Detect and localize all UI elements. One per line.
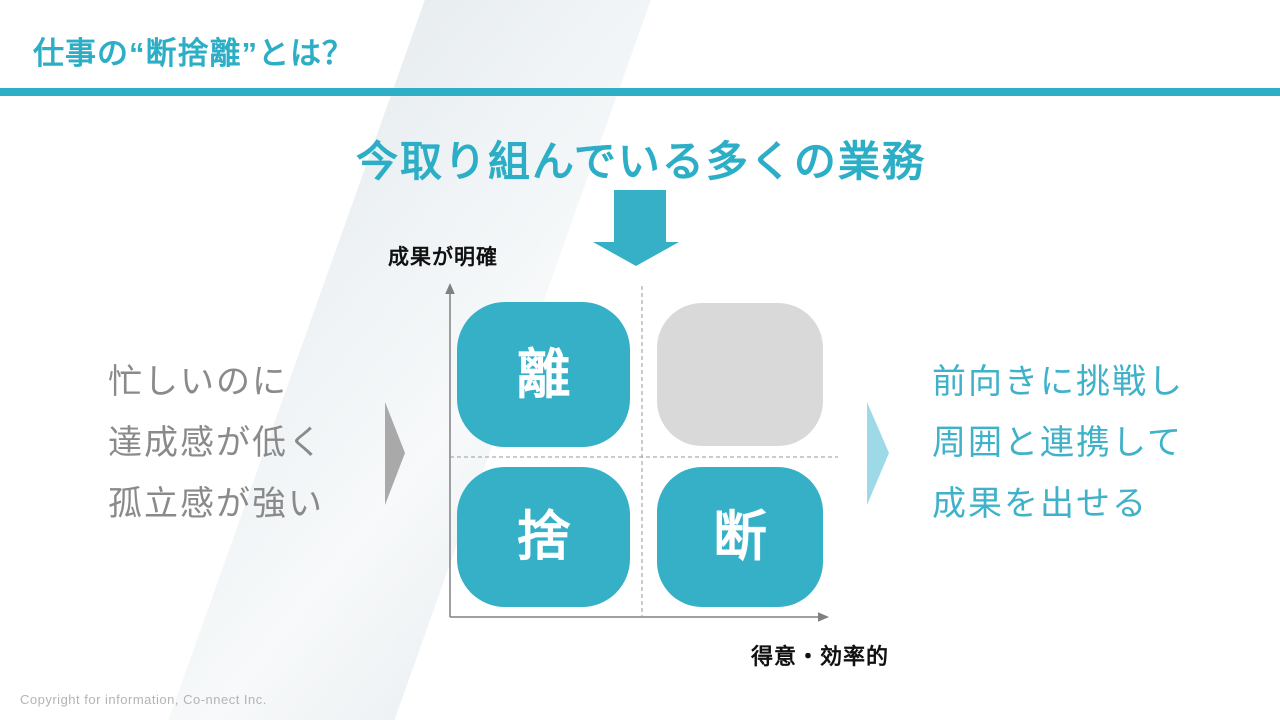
x-axis-label: 得意・効率的	[751, 644, 890, 669]
quadrant-label: 断	[713, 507, 767, 567]
quadrant-label: 離	[516, 344, 571, 405]
note-line: 前向きに挑戦し	[932, 363, 1184, 401]
quadrant-box-sha: 捨	[457, 467, 630, 607]
note-line: 孤立感が強い	[108, 485, 324, 523]
gray-right-chevron-icon	[385, 402, 405, 505]
y-axis-arrowhead-icon	[445, 283, 455, 294]
title-divider	[0, 88, 1280, 96]
copyright-text: Copyright for information, Co-nnect Inc.	[20, 692, 267, 707]
left-note: 忙しいのに 達成感が低く 孤立感が強い	[108, 352, 324, 535]
quadrant-box-ri: 離	[457, 302, 630, 447]
note-line: 周囲と連携して	[932, 424, 1183, 462]
main-heading: 今取り組んでいる多くの業務	[356, 138, 926, 185]
right-note: 前向きに挑戦し 周囲と連携して 成果を出せる	[932, 352, 1184, 535]
y-axis-label: 成果が明確	[388, 246, 498, 269]
quadrant-box-dan: 断	[657, 467, 823, 607]
note-line: 忙しいのに	[108, 363, 288, 401]
teal-right-chevron-icon	[867, 402, 889, 505]
quadrant-label: 捨	[516, 507, 571, 567]
note-line: 成果を出せる	[932, 485, 1148, 523]
down-arrow-icon	[593, 190, 679, 266]
page-title: 仕事の“断捨離”とは？	[33, 36, 354, 71]
quadrant-box-empty	[657, 303, 823, 446]
x-axis-arrowhead-icon	[818, 612, 829, 622]
note-line: 達成感が低く	[108, 424, 324, 462]
